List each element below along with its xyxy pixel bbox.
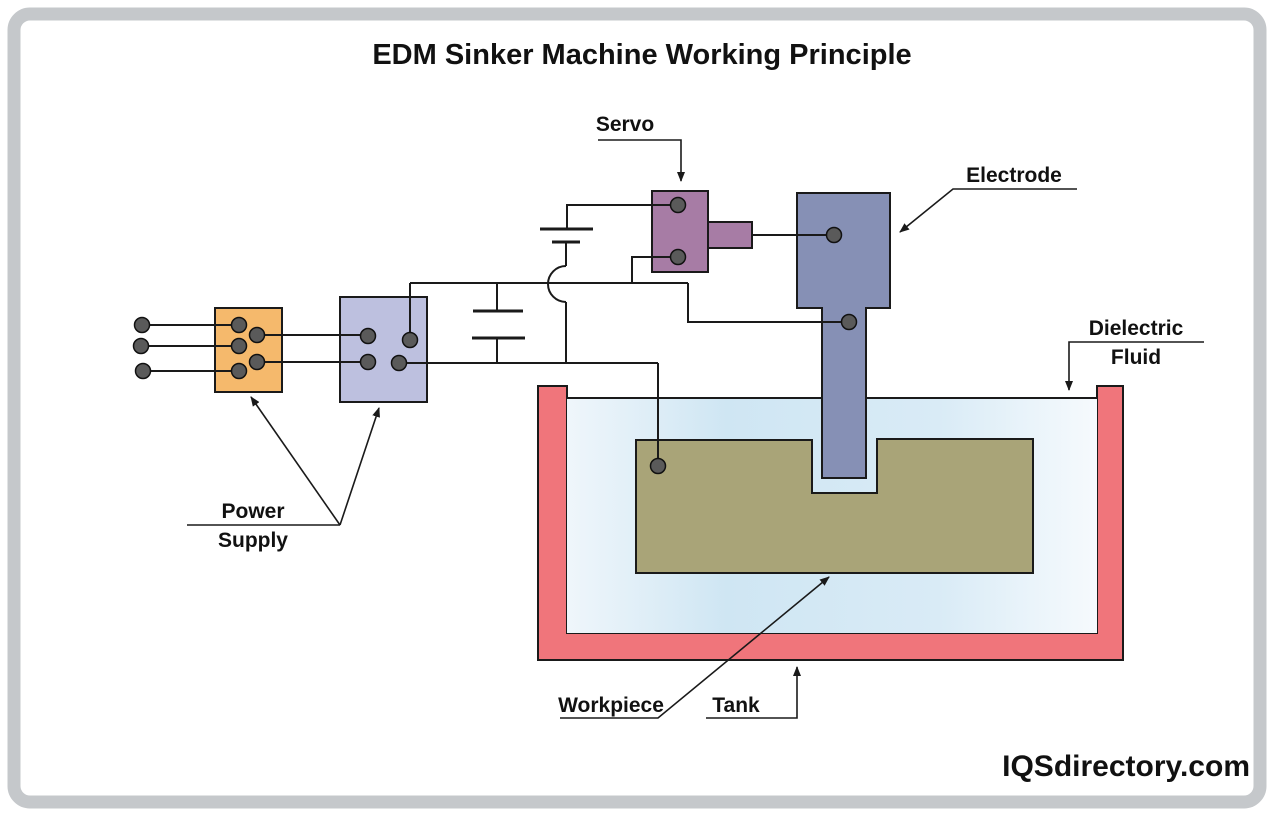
callouts: Servo Electrode Dielectric Fluid Power S… bbox=[187, 113, 1204, 719]
circuit-wires bbox=[141, 204, 849, 466]
connection-dot bbox=[669, 196, 687, 214]
connection-dot bbox=[230, 362, 248, 380]
connection-dot bbox=[230, 337, 248, 355]
wire-hop-over bbox=[547, 265, 567, 303]
servo-label: Servo bbox=[596, 113, 654, 136]
power-supply-label-line2: Supply bbox=[218, 529, 288, 552]
connection-dot bbox=[401, 331, 419, 349]
power-supply-box bbox=[339, 296, 428, 403]
dielectric-fluid-label-line1: Dielectric bbox=[1089, 317, 1184, 340]
electrode-leader-line bbox=[899, 188, 1077, 233]
power-supply-label-line1: Power bbox=[221, 500, 284, 523]
wire-battery-to-servo bbox=[566, 204, 677, 229]
connection-dot bbox=[248, 353, 266, 371]
connection-dot bbox=[230, 316, 248, 334]
connection-dot bbox=[825, 226, 843, 244]
wire-servo-lower bbox=[631, 256, 678, 283]
diagram-title: EDM Sinker Machine Working Principle bbox=[372, 39, 911, 71]
servo-tab bbox=[707, 221, 753, 249]
power-supply-leader-line-2 bbox=[339, 407, 380, 526]
power-input-box bbox=[214, 307, 283, 393]
tank-label: Tank bbox=[712, 694, 760, 717]
dielectric-fluid-label-line2: Fluid bbox=[1111, 346, 1161, 369]
power-supply-leader-line-1 bbox=[250, 396, 341, 526]
terminal-dot bbox=[132, 337, 150, 355]
connection-dot bbox=[649, 457, 667, 475]
wire-to-electrode-stem bbox=[687, 283, 849, 323]
dielectric-fluid-leader-line bbox=[1065, 341, 1204, 391]
workpiece-shape bbox=[635, 438, 1034, 574]
workpiece-leader-line bbox=[560, 576, 830, 719]
connection-dot bbox=[248, 326, 266, 344]
electrode-shape bbox=[796, 192, 891, 479]
electrode-label: Electrode bbox=[966, 164, 1062, 187]
terminal-dot bbox=[133, 316, 151, 334]
workpiece-label: Workpiece bbox=[558, 694, 664, 717]
connection-dot bbox=[359, 327, 377, 345]
servo-leader-line bbox=[598, 139, 685, 182]
terminal-dot bbox=[134, 362, 152, 380]
connection-dot bbox=[390, 354, 408, 372]
connection-dot bbox=[669, 248, 687, 266]
brand-watermark: IQSdirectory.com bbox=[1002, 750, 1250, 783]
connection-dots bbox=[132, 196, 858, 475]
tank-leader-line bbox=[706, 666, 801, 719]
connection-dot bbox=[359, 353, 377, 371]
connection-dot bbox=[840, 313, 858, 331]
